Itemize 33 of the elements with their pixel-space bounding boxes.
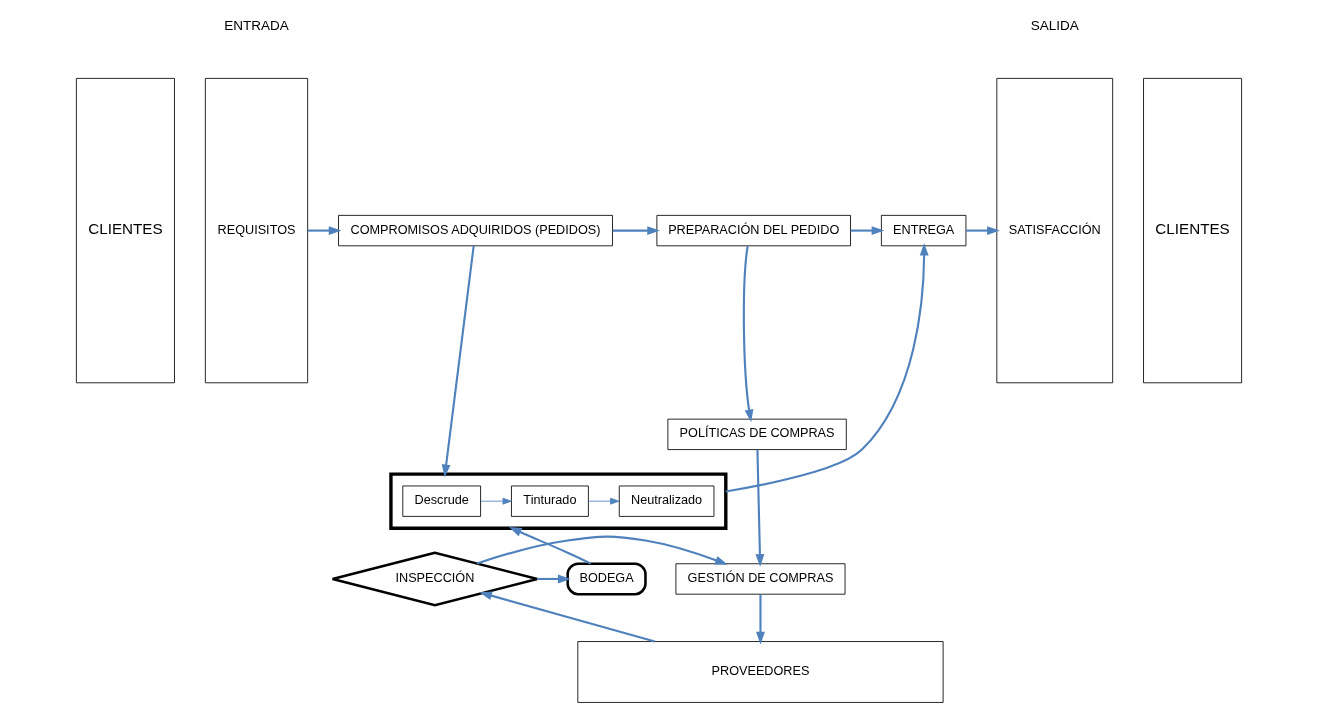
node-box: POLÍTICAS DE COMPRAS xyxy=(667,418,847,450)
arrow xyxy=(588,497,620,505)
node-box: Neutralizado xyxy=(618,485,715,517)
node-box: PROVEEDORES xyxy=(577,641,944,703)
node-box: Tinturado xyxy=(511,485,589,517)
node-box: Descrude xyxy=(402,485,481,517)
arrow xyxy=(966,226,1000,236)
arrow xyxy=(755,449,765,567)
node-box: REQUISITOS xyxy=(204,77,309,384)
arrow xyxy=(850,226,885,236)
label: SALIDA xyxy=(1030,18,1079,34)
arrow xyxy=(612,226,660,236)
node-box: COMPROMISOS ADQUIRIDOS (PEDIDOS) xyxy=(338,214,613,247)
node-box: ENTREGA xyxy=(880,214,967,247)
label: ENTRADA xyxy=(224,18,289,34)
cluster xyxy=(389,472,728,530)
arrow xyxy=(307,226,342,236)
arrow xyxy=(756,594,765,645)
node-box: SATISFACCIÓN xyxy=(996,77,1114,384)
arrow xyxy=(480,497,512,505)
arrow xyxy=(742,245,754,423)
arrow xyxy=(725,242,929,493)
arrow xyxy=(537,574,571,584)
node-box: PREPARACIÓN DEL PEDIDO xyxy=(656,214,851,247)
node-box: CLIENTES xyxy=(75,77,175,384)
arrow xyxy=(441,245,475,478)
arrow xyxy=(508,526,592,565)
node-box: BODEGA xyxy=(566,562,647,596)
node-diamond: INSPECCIÓN xyxy=(331,551,539,607)
node-box: CLIENTES xyxy=(1143,77,1243,384)
arrow xyxy=(476,535,728,565)
arrow xyxy=(479,591,656,643)
node-box: GESTIÓN DE COMPRAS xyxy=(675,563,846,595)
